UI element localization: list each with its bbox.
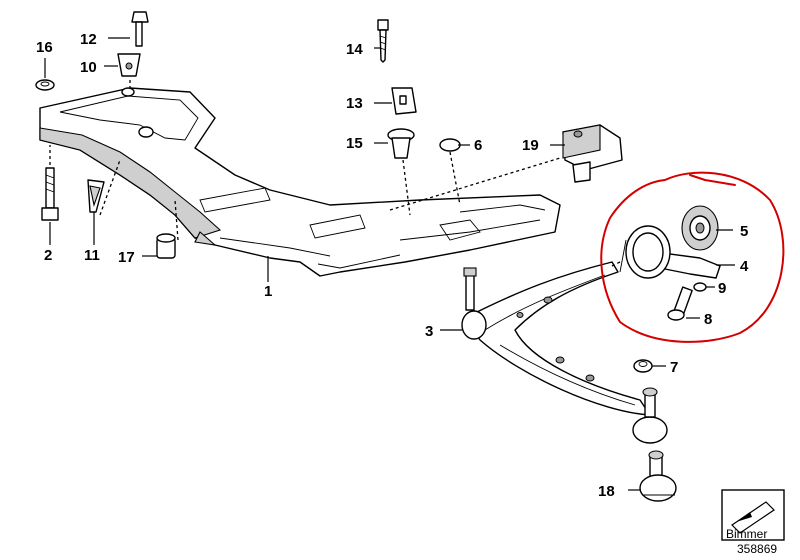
nut-6 — [439, 138, 461, 152]
callout-14: 14 — [346, 41, 363, 58]
callout-15: 15 — [346, 135, 363, 152]
highlight-circle — [600, 171, 785, 343]
callout-5: 5 — [740, 223, 748, 240]
bolt-2 — [41, 167, 59, 221]
rubber-bushing — [681, 205, 719, 251]
callout-17: 17 — [118, 249, 135, 266]
callout-19: 19 — [522, 137, 539, 154]
callout-16: 16 — [36, 39, 53, 56]
callout-labels: 1 2 3 4 5 6 7 8 9 10 11 12 13 14 15 16 1… — [36, 31, 749, 500]
callout-2: 2 — [44, 247, 52, 264]
drawing-number: 358869 — [737, 542, 777, 556]
clip-11 — [87, 179, 105, 213]
clip-13 — [391, 87, 417, 115]
callout-6: 6 — [474, 137, 482, 154]
screw-14 — [377, 19, 389, 63]
orientation-icon — [721, 489, 785, 541]
nut-7 — [633, 359, 653, 373]
grommet-15 — [387, 128, 415, 159]
bushing-bracket — [619, 225, 721, 279]
watermark-logo: Bimmer — [726, 527, 767, 541]
control-arm — [461, 261, 668, 444]
callout-1: 1 — [264, 283, 272, 300]
callout-8: 8 — [704, 311, 712, 328]
ball-joint-lower — [639, 450, 677, 502]
bolt-12 — [131, 11, 149, 47]
callout-4: 4 — [740, 258, 749, 275]
washer-9 — [693, 282, 707, 292]
callout-11: 11 — [84, 247, 100, 264]
callout-3: 3 — [425, 323, 433, 340]
callout-10: 10 — [80, 59, 97, 76]
assembly-lines — [49, 80, 621, 267]
callout-12: 12 — [80, 31, 97, 48]
mount-19 — [562, 124, 623, 183]
clip-10 — [117, 53, 141, 77]
callout-13: 13 — [346, 95, 363, 112]
callout-7: 7 — [670, 359, 678, 376]
bolt-8 — [667, 286, 693, 321]
front-axle-carrier — [39, 87, 561, 277]
sleeve-17 — [156, 233, 176, 259]
leader-lines — [44, 37, 735, 491]
callout-9: 9 — [718, 280, 726, 297]
highlight-tick — [689, 174, 736, 186]
nut-16 — [35, 79, 55, 91]
callout-18: 18 — [598, 483, 615, 500]
